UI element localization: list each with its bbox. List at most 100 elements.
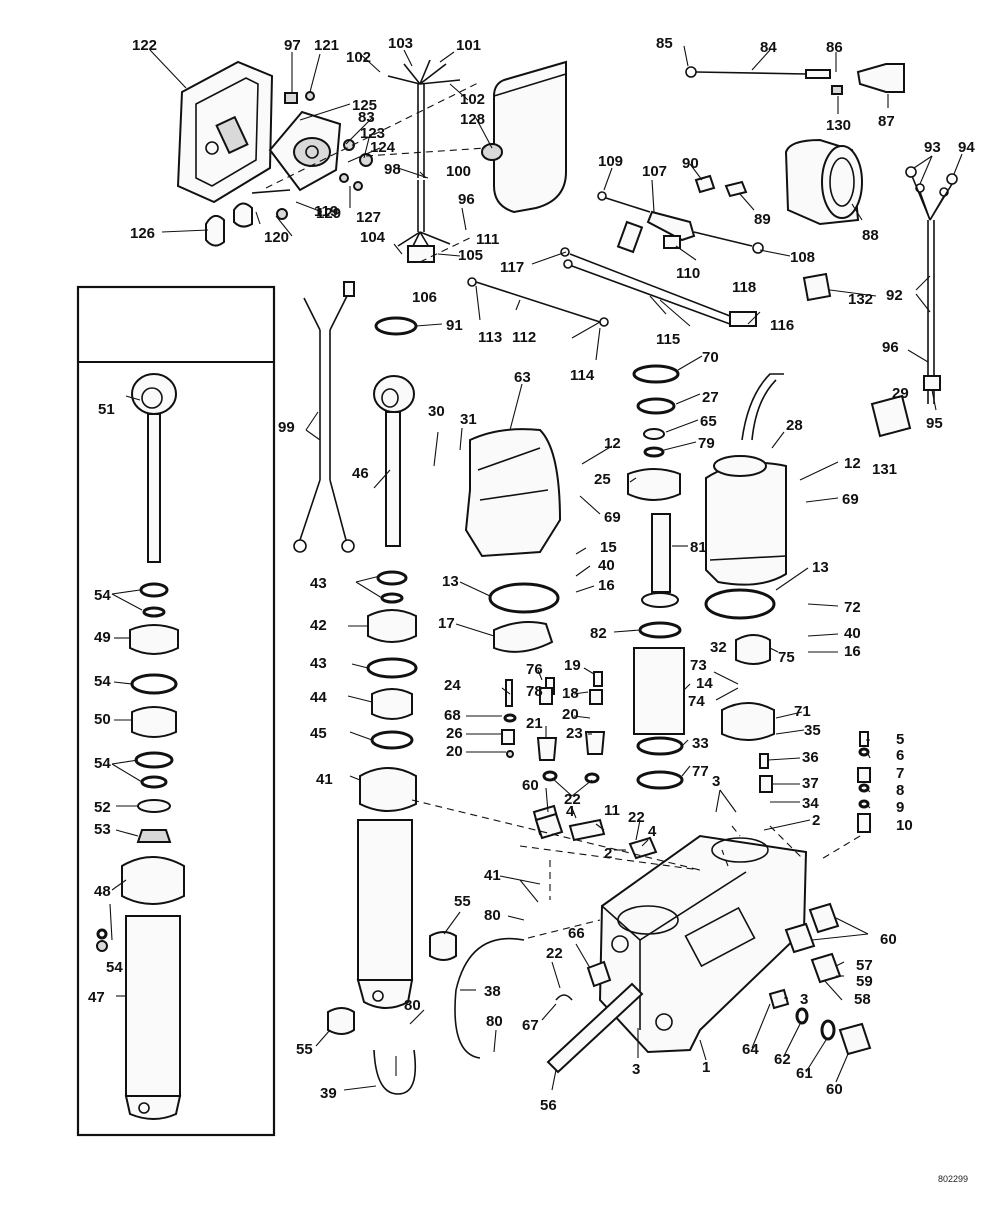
callout-127: 127 xyxy=(356,209,381,226)
callout-117: 117 xyxy=(500,259,524,276)
callout-71: 71 xyxy=(794,703,811,720)
callout-14: 14 xyxy=(696,675,713,692)
callout-98: 98 xyxy=(384,161,401,178)
callout-21: 21 xyxy=(526,715,543,732)
callout-55: 55 xyxy=(296,1041,313,1058)
callout-115: 115 xyxy=(656,331,680,348)
callout-31: 31 xyxy=(460,411,477,428)
bushing-55-b xyxy=(327,1007,355,1035)
callout-30: 30 xyxy=(428,403,445,420)
callout-49: 49 xyxy=(94,629,111,646)
callout-25: 25 xyxy=(594,471,611,488)
callout-20: 20 xyxy=(446,743,463,760)
callout-80: 80 xyxy=(404,997,421,1014)
connector-132 xyxy=(802,272,832,302)
callout-54: 54 xyxy=(106,959,123,976)
callout-82: 82 xyxy=(590,625,607,642)
callout-51: 51 xyxy=(98,401,115,418)
callout-129: 129 xyxy=(316,205,341,222)
pin-56 xyxy=(546,982,644,1074)
callout-38: 38 xyxy=(484,983,501,1000)
callout-81: 81 xyxy=(690,539,707,556)
callout-114: 114 xyxy=(570,367,595,384)
callout-54: 54 xyxy=(94,755,111,772)
callout-93: 93 xyxy=(924,139,941,156)
callout-19: 19 xyxy=(564,657,581,674)
inset-frame xyxy=(76,285,276,1137)
callout-55: 55 xyxy=(454,893,471,910)
callout-29: 29 xyxy=(892,385,909,402)
adapter-32 xyxy=(735,634,771,665)
fitting-64 xyxy=(768,988,790,1010)
bulb-89 xyxy=(724,180,748,198)
oring-13-right xyxy=(704,588,776,620)
callout-76: 76 xyxy=(526,661,543,678)
harness-100 xyxy=(387,59,461,263)
callout-40: 40 xyxy=(844,625,861,642)
callout-18: 18 xyxy=(562,685,579,702)
callout-77: 77 xyxy=(692,763,709,780)
callout-2: 2 xyxy=(812,812,820,829)
callout-67: 67 xyxy=(522,1017,539,1034)
callout-92: 92 xyxy=(886,287,903,304)
callout-128: 128 xyxy=(460,111,485,128)
callout-80: 80 xyxy=(486,1013,503,1030)
callout-130: 130 xyxy=(826,117,851,134)
callout-15: 15 xyxy=(600,539,617,556)
callout-100: 100 xyxy=(446,163,471,180)
callout-3: 3 xyxy=(712,773,720,790)
ring-67 xyxy=(555,994,573,1001)
callout-3: 3 xyxy=(632,1061,640,1078)
callout-22: 22 xyxy=(564,791,581,808)
callout-70: 70 xyxy=(702,349,719,366)
callout-108: 108 xyxy=(790,249,815,266)
callout-91: 91 xyxy=(446,317,463,334)
callout-28: 28 xyxy=(786,417,803,434)
callout-50: 50 xyxy=(94,711,111,728)
callout-47: 47 xyxy=(88,989,105,1006)
cable-112 xyxy=(467,277,609,327)
callout-3: 3 xyxy=(800,991,808,1008)
callout-116: 116 xyxy=(770,317,794,334)
inset-trim-assembly xyxy=(96,373,185,1120)
trim-rod-46 xyxy=(373,375,415,547)
parts-artwork xyxy=(76,59,958,1137)
callout-107: 107 xyxy=(642,163,667,180)
callout-79: 79 xyxy=(698,435,715,452)
callout-110: 110 xyxy=(676,265,700,282)
clamp-91 xyxy=(374,316,418,336)
callout-42: 42 xyxy=(310,617,327,634)
callout-2: 2 xyxy=(604,845,612,862)
switch-107 xyxy=(597,191,764,254)
callout-36: 36 xyxy=(802,749,819,766)
callout-69: 69 xyxy=(842,491,859,508)
callout-125: 125 xyxy=(352,97,377,114)
callout-75: 75 xyxy=(778,649,795,666)
callout-73: 73 xyxy=(690,657,707,674)
callout-10: 10 xyxy=(896,817,913,834)
oring-61 xyxy=(820,1019,836,1041)
plug-60-b xyxy=(784,922,816,954)
callout-59: 59 xyxy=(856,973,873,990)
callout-74: 74 xyxy=(688,693,705,710)
callout-27: 27 xyxy=(702,389,719,406)
callout-23: 23 xyxy=(566,725,583,742)
callout-69: 69 xyxy=(604,509,621,526)
callout-11: 11 xyxy=(604,802,620,819)
solenoid-part xyxy=(268,110,342,192)
callout-5: 5 xyxy=(896,731,904,748)
callout-41: 41 xyxy=(316,771,333,788)
callout-80: 80 xyxy=(484,907,501,924)
callout-96: 96 xyxy=(882,339,899,356)
tube-38 xyxy=(454,937,525,1059)
callout-89: 89 xyxy=(754,211,771,228)
callout-41: 41 xyxy=(484,867,501,884)
callout-43: 43 xyxy=(310,655,327,672)
callout-99: 99 xyxy=(278,419,295,436)
callout-45: 45 xyxy=(310,725,327,742)
callout-132: 132 xyxy=(848,291,873,308)
callout-102: 102 xyxy=(346,49,371,66)
callout-94: 94 xyxy=(958,139,975,156)
callout-60: 60 xyxy=(880,931,897,948)
